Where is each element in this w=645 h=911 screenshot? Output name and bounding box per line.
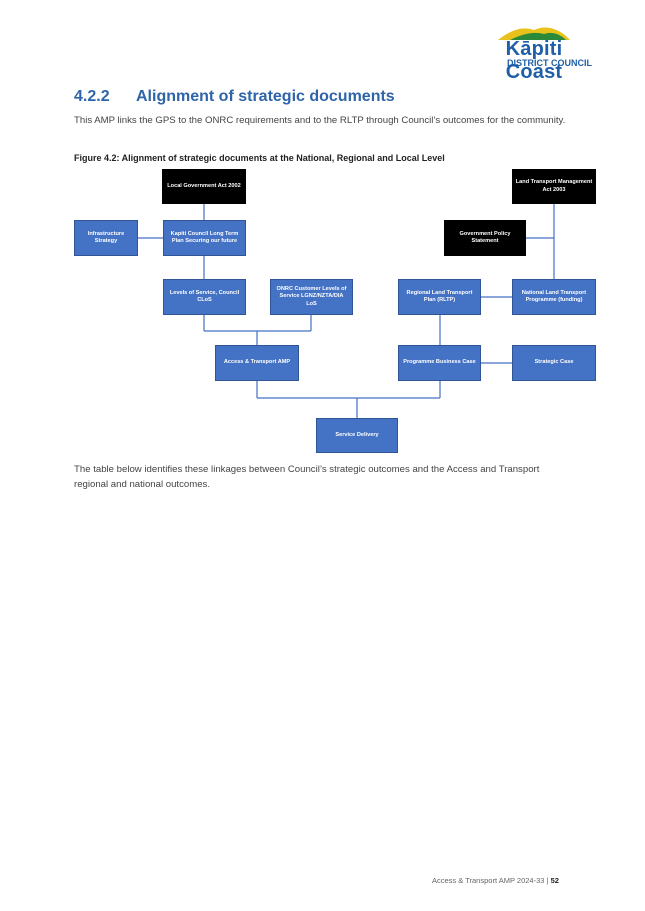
box-council-levels-of-service: Levels of Service, Council CLoS — [163, 279, 246, 315]
page-number: 52 — [550, 876, 559, 885]
box-national-land-transport-programme: National Land Transport Programme (fundi… — [512, 279, 596, 315]
hills-emblem-icon — [498, 27, 570, 40]
box-strategic-case: Strategic Case — [512, 345, 596, 381]
logo-subtitle: DISTRICT COUNCIL — [507, 58, 592, 68]
box-local-government-act: Local Government Act 2002 — [162, 169, 246, 204]
box-infrastructure-strategy: Infrastructure Strategy — [74, 220, 138, 256]
logo-name: Kāpiti Coast — [505, 38, 563, 83]
figure-caption: Figure 4.2: Alignment of strategic docum… — [74, 153, 445, 163]
box-service-delivery: Service Delivery — [316, 418, 398, 453]
section-heading: 4.2.2 Alignment of strategic documents — [74, 88, 395, 106]
council-logo: Kāpiti Coast DISTRICT COUNCIL — [470, 22, 592, 83]
box-onrc-customer-levels-of-service: ONRC Customer Levels of Service LGNZ/NZT… — [270, 279, 353, 315]
outro-paragraph: The table below identifies these linkage… — [74, 464, 540, 490]
box-programme-business-case: Programme Business Case — [398, 345, 481, 381]
box-regional-land-transport-plan: Regional Land Transport Plan (RLTP) — [398, 279, 481, 315]
footer-document-title: Access & Transport AMP 2024-33 — [432, 876, 545, 885]
box-land-transport-management-act: Land Transport Management Act 2003 — [512, 169, 596, 204]
box-long-term-plan: Kapiti Council Long Term Plan Securing o… — [163, 220, 246, 256]
page-footer: Access & Transport AMP 2024-33 | 52 — [432, 876, 559, 885]
section-title: Alignment of strategic documents — [136, 88, 395, 105]
box-access-transport-amp: Access & Transport AMP — [215, 345, 299, 381]
box-government-policy-statement: Government Policy Statement — [444, 220, 526, 256]
intro-paragraph: This AMP links the GPS to the ONRC requi… — [74, 115, 566, 126]
section-number: 4.2.2 — [74, 88, 110, 105]
footer-separator: | — [546, 876, 549, 885]
